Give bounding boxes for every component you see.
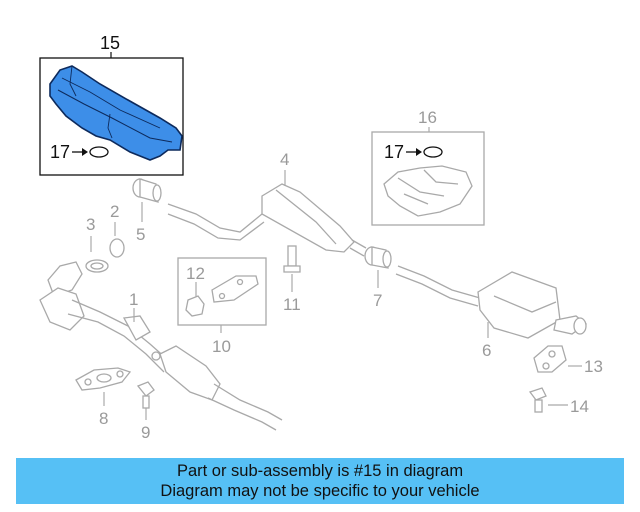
bolt-9[interactable]: 9	[136, 381, 155, 442]
callout-8: 8	[99, 409, 108, 428]
callout-13: 13	[584, 357, 603, 376]
info-banner-bg	[16, 458, 624, 504]
bolt-14[interactable]: 14	[528, 387, 589, 416]
callout-9: 9	[141, 423, 150, 442]
front-pipe-1[interactable]: 1	[39, 261, 283, 431]
banner-line-1: Part or sub-assembly is #15 in diagram	[176, 462, 464, 480]
gasket-2[interactable]: 2	[109, 202, 125, 258]
rear-muffler-6[interactable]: 6	[395, 265, 588, 360]
info-banner: Part or sub-assembly is #15 in diagram D…	[16, 458, 624, 504]
callout-7: 7	[373, 291, 382, 310]
callout-12: 12	[186, 264, 205, 283]
intermediate-pipe-4[interactable]: 4	[167, 150, 367, 257]
part-10-group[interactable]: 12 10	[177, 257, 267, 356]
callout-14: 14	[570, 397, 589, 416]
banner-line-2: Diagram may not be specific to your vehi…	[160, 482, 480, 500]
callout-1: 1	[129, 290, 138, 309]
hanger-13[interactable]: 13	[533, 345, 603, 376]
clamp-3[interactable]: 3	[85, 215, 109, 273]
gasket-8[interactable]: 8	[75, 367, 132, 428]
callout-4: 4	[280, 150, 289, 169]
heat-shield-highlighted[interactable]	[49, 65, 183, 161]
clamp-7[interactable]: 7	[364, 246, 392, 310]
clip-12[interactable]	[185, 295, 205, 317]
gasket-17-a[interactable]	[89, 146, 109, 158]
callout-17-a: 17	[50, 142, 70, 162]
callout-3: 3	[86, 215, 95, 234]
callout-5: 5	[136, 225, 145, 244]
callout-10: 10	[212, 337, 231, 356]
bolt-11[interactable]: 11	[283, 245, 301, 314]
part-15-group[interactable]: 15 17	[39, 33, 184, 176]
callout-11: 11	[283, 295, 301, 314]
clamp-5[interactable]: 5	[132, 178, 162, 244]
callout-2: 2	[110, 202, 119, 221]
callout-17-b: 17	[384, 142, 404, 162]
gasket-17-b[interactable]	[423, 146, 443, 158]
callout-16: 16	[418, 108, 437, 127]
part-16-group[interactable]: 16 17	[371, 108, 485, 226]
callout-15: 15	[100, 33, 120, 53]
heat-shield-16[interactable]	[383, 165, 473, 217]
callout-6: 6	[482, 341, 491, 360]
